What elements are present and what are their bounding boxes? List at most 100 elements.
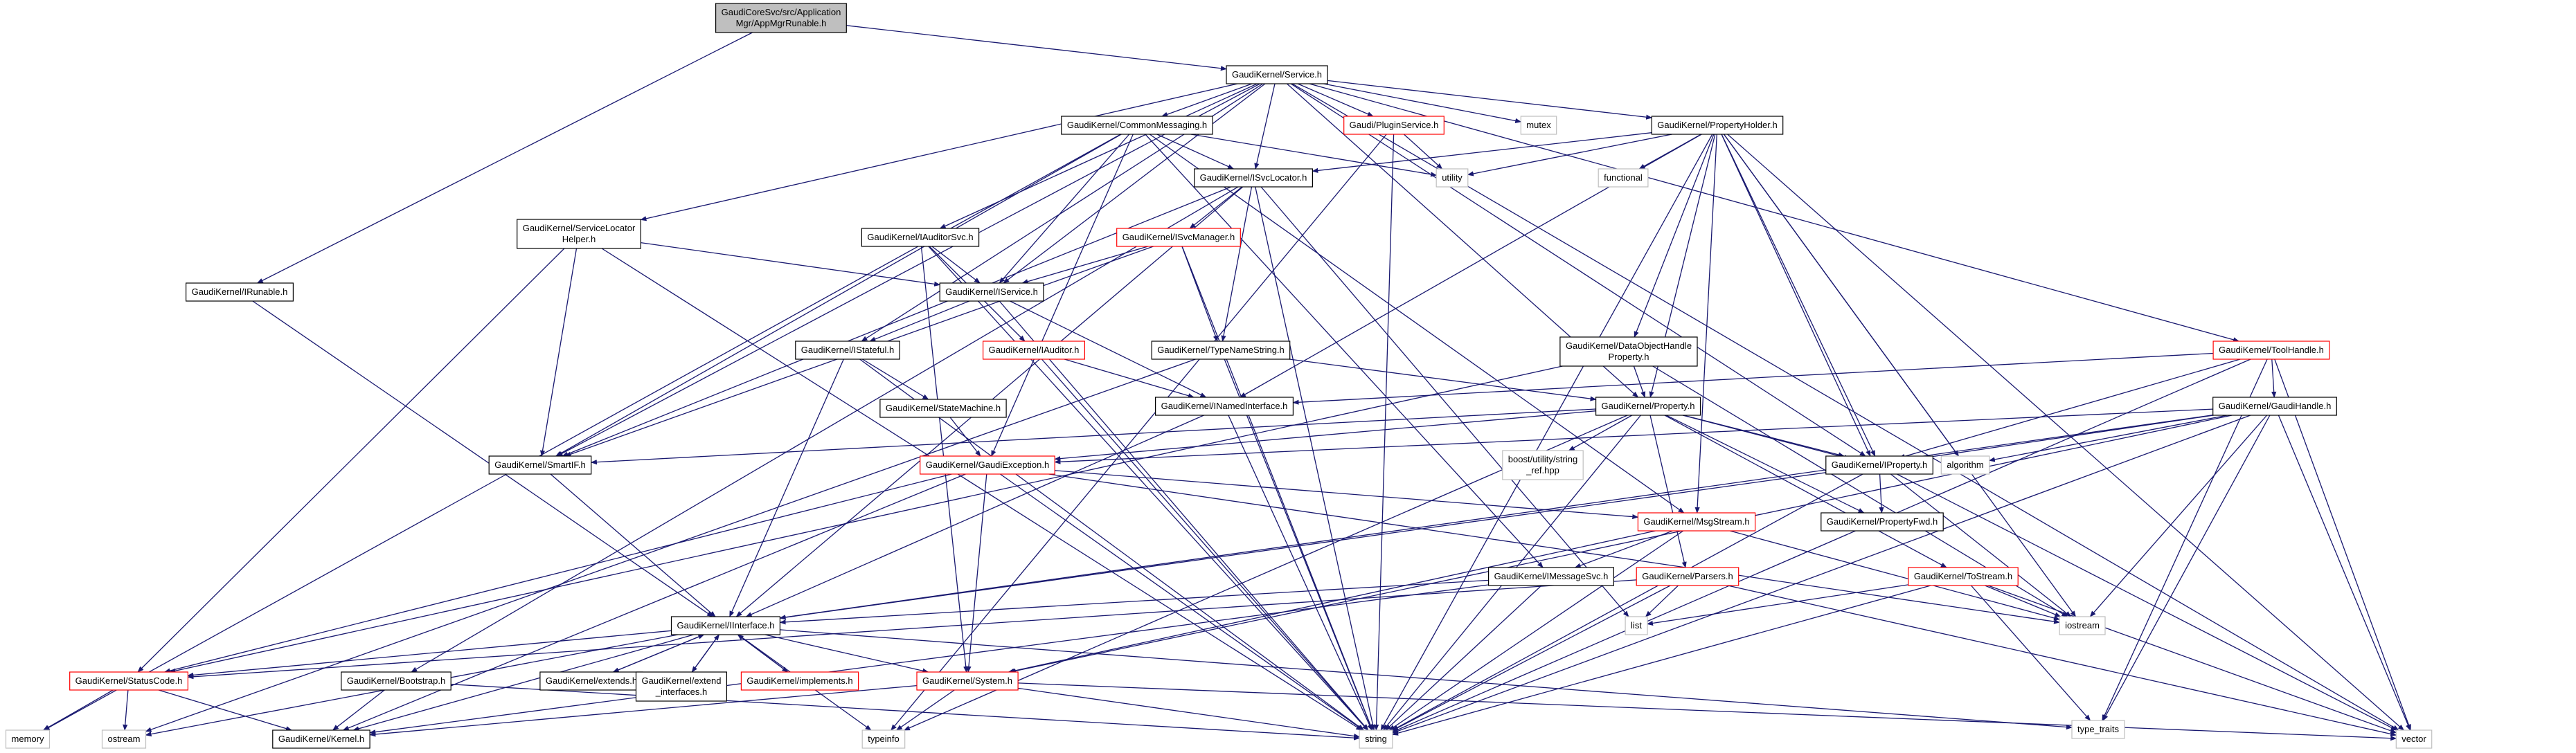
node-smartif[interactable]: GaudiKernel/SmartIF.h [488,455,592,475]
edge-istateful-to-string [859,359,1365,731]
edge-parsers-to-statuscode [187,579,1637,680]
node-system[interactable]: GaudiKernel/System.h [916,671,1019,691]
node-parsers[interactable]: GaudiKernel/Parsers.h [1636,567,1739,586]
node-box [101,729,147,749]
node-iinterface[interactable]: GaudiKernel/IInterface.h [670,616,780,635]
node-label: GaudiKernel/INamedInterface.h [1161,401,1288,411]
edge-gaudihandle-to-typetraits [2102,415,2271,721]
edge-msgstream-to-string [1388,530,1684,731]
edge-gaudihandle-to-iinterface [779,415,2213,620]
node-extendintf[interactable]: GaudiKernel/extend_interfaces.h [635,671,727,702]
node-label: GaudiKernel/ToolHandle.h [2219,345,2324,355]
edge-propholder-to-iostream [1723,134,2077,617]
node-box [69,671,188,691]
edge-iauditor-to-string [1041,359,1369,731]
edge-service-to-isvclocator [1254,83,1276,170]
node-box [1636,567,1739,586]
node-box [1488,567,1615,586]
node-label: GaudiKernel/PropertyFwd.h [1827,516,1938,527]
edge-iinterface-to-typetraits [780,629,2073,730]
node-box [1595,397,1701,416]
node-implements[interactable]: GaudiKernel/implements.h [740,671,859,691]
edge-propholder-to-functional [1638,134,1702,170]
node-extends[interactable]: GaudiKernel/extends.h [539,671,643,691]
node-box [2059,616,2106,635]
node-gaudihandle[interactable]: GaudiKernel/GaudiHandle.h [2212,397,2337,416]
node-isvcmanager[interactable]: GaudiKernel/ISvcManager.h [1116,228,1241,247]
edge-commonmsg-to-smartif [555,134,1122,457]
node-bootstrap[interactable]: GaudiKernel/Bootstrap.h [341,671,451,691]
edge-property-to-stdexcept [1682,415,1851,460]
edge-inamedintf-to-string [1228,415,1372,731]
edge-iproperty-to-iinterface [779,472,1826,620]
node-irunable[interactable]: GaudiKernel/IRunable.h [186,282,294,302]
node-label: GaudiKernel/GaudiException.h [926,460,1050,470]
node-label: GaudiCoreSvc/src/Application [722,7,841,17]
node-box [341,671,451,691]
node-box [916,671,1019,691]
edge-gaudihandle-to-vector [2278,415,2411,731]
node-label: GaudiKernel/IProperty.h [1832,460,1928,470]
node-box [1821,512,1944,532]
node-algorithm: algorithm [1940,455,1990,475]
node-imessagesvc[interactable]: GaudiKernel/IMessageSvc.h [1488,567,1615,586]
edge-extendintf-to-iinterface [691,634,720,673]
edge-toolhandle-to-vector [2274,359,2411,731]
edge-propholder-to-utility [1467,134,1672,176]
node-statemachine[interactable]: GaudiKernel/StateMachine.h [879,399,1007,418]
node-iauditor[interactable]: GaudiKernel/IAuditor.h [982,341,1085,360]
edge-iauditorsvc-to-iservice [931,246,981,284]
edge-svclochelper-to-iservice [641,242,941,287]
node-kernel[interactable]: GaudiKernel/Kernel.h [272,729,370,749]
node-utility: utility [1435,168,1469,188]
node-box [1194,168,1313,188]
node-box [2071,720,2125,739]
node-root[interactable]: GaudiCoreSvc/src/ApplicationMgr/AppMgrRu… [715,3,847,33]
node-isvclocator[interactable]: GaudiKernel/ISvcLocator.h [1194,168,1313,188]
node-iservice[interactable]: GaudiKernel/IService.h [939,282,1044,302]
node-service[interactable]: GaudiKernel/Service.h [1226,65,1328,84]
node-toolhandle[interactable]: GaudiKernel/ToolHandle.h [2212,341,2330,360]
node-pluginsvc[interactable]: Gaudi/PluginService.h [1343,116,1444,135]
node-tostream[interactable]: GaudiKernel/ToStream.h [1908,567,2019,586]
node-label: list [1631,620,1642,630]
node-box [1502,450,1584,480]
edge-svclochelper-to-smartif [539,248,578,457]
node-gaudiexception[interactable]: GaudiKernel/GaudiException.h [920,455,1055,475]
edge-parsers-to-string [1392,585,1671,732]
node-inamedintf[interactable]: GaudiKernel/INamedInterface.h [1154,397,1294,416]
node-box [982,341,1085,360]
edge-commonmsg-to-gaudiexception [991,134,1134,457]
node-label: GaudiKernel/extend [642,675,722,686]
node-propertyfwd[interactable]: GaudiKernel/PropertyFwd.h [1821,512,1944,532]
node-msgstream[interactable]: GaudiKernel/MsgStream.h [1637,512,1756,532]
node-propholder[interactable]: GaudiKernel/PropertyHolder.h [1651,116,1784,135]
node-box [1598,168,1649,188]
edge-propholder-to-msgstream [1694,134,1717,514]
edge-propholder-to-dataobjhandle [1634,134,1715,338]
node-box [2212,397,2337,416]
node-label: GaudiKernel/DataObjectHandle [1566,341,1692,351]
node-istateful[interactable]: GaudiKernel/IStateful.h [795,341,900,360]
node-typenamestring[interactable]: GaudiKernel/TypeNameString.h [1151,341,1291,360]
edge-tostream-to-iostream [1985,585,2061,617]
edge-service-to-mutex [1323,83,1522,123]
node-statuscode[interactable]: GaudiKernel/StatusCode.h [69,671,188,691]
node-box [670,616,780,635]
edge-property-to-smartif [590,408,1596,465]
node-iproperty[interactable]: GaudiKernel/IProperty.h [1825,455,1933,475]
node-commonmsg[interactable]: GaudiKernel/CommonMessaging.h [1061,116,1213,135]
edge-property-to-tostream [1664,415,1947,568]
node-box [861,228,980,247]
edge-tostream-to-list [1647,584,1908,626]
edge-gaudihandle-to-algorithm [1988,415,2228,462]
node-label: GaudiKernel/StatusCode.h [75,675,183,686]
node-iauditorsvc[interactable]: GaudiKernel/IAuditorSvc.h [861,228,980,247]
edge-bootstrap-to-kernel [332,689,385,731]
node-label: GaudiKernel/implements.h [746,675,852,686]
node-property[interactable]: GaudiKernel/Property.h [1595,397,1701,416]
node-label: GaudiKernel/ToStream.h [1914,571,2012,581]
edge-isvclocator-to-bootstrap [411,186,1239,673]
